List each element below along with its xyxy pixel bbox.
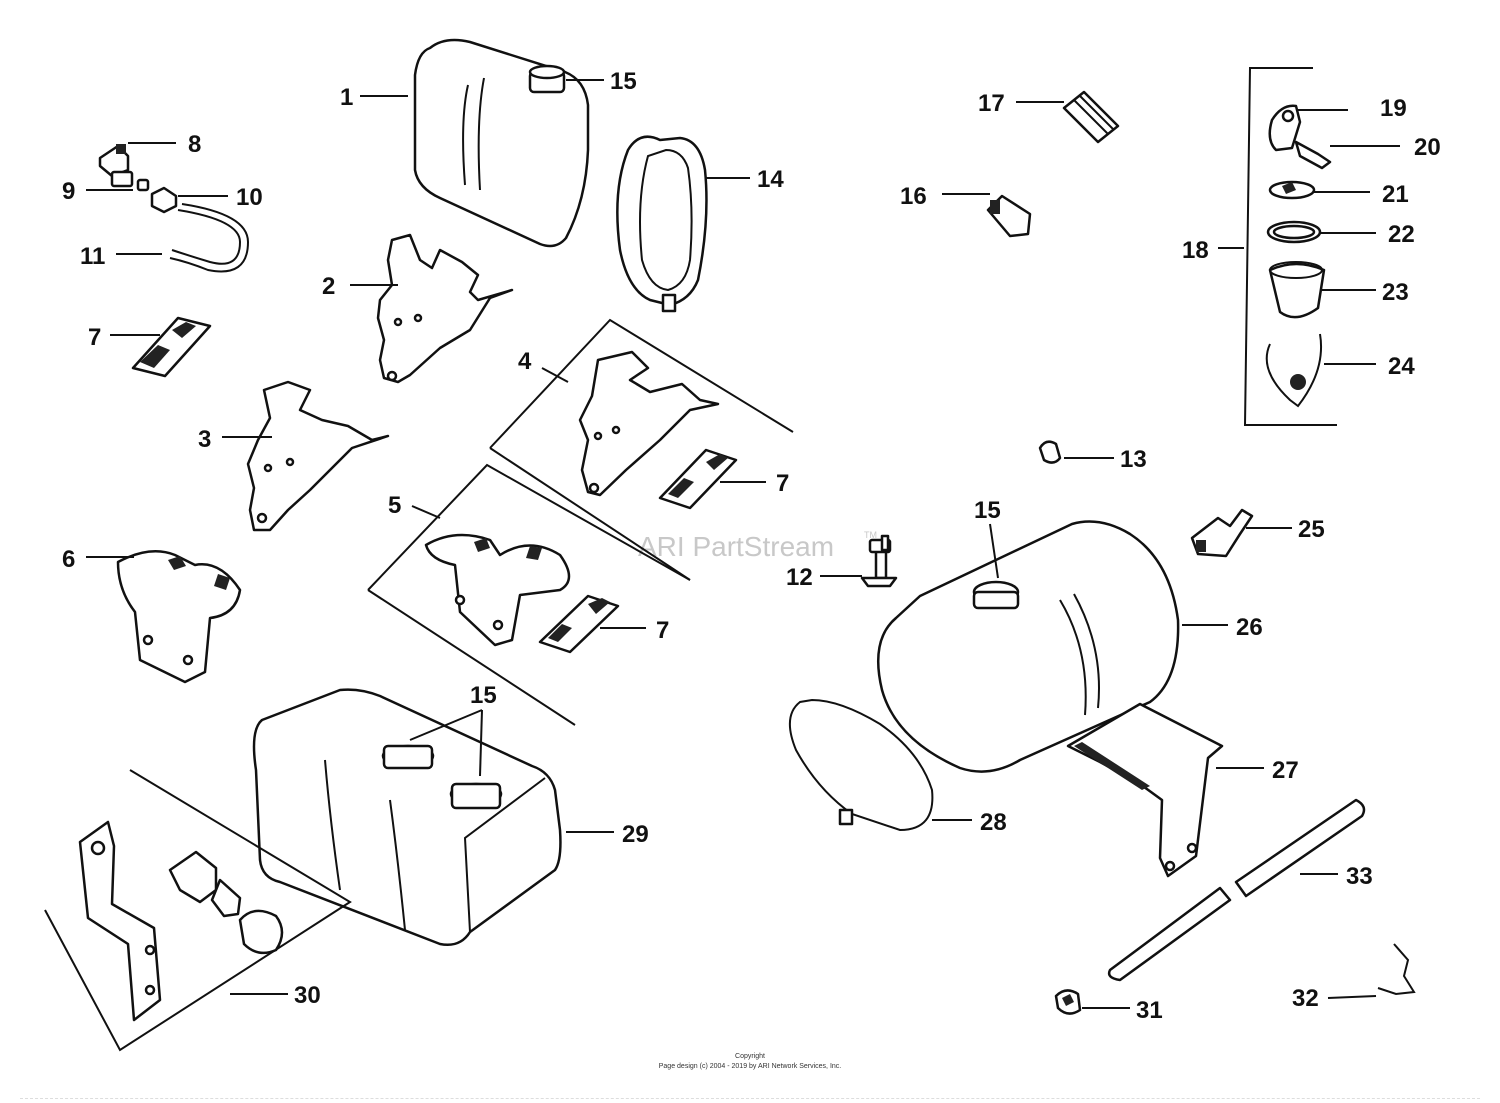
part-24-bail[interactable] bbox=[1265, 333, 1322, 408]
part-33-fuel-line[interactable] bbox=[1107, 798, 1366, 982]
part-5-bracket[interactable] bbox=[424, 533, 571, 647]
part-12-shutoff-valve[interactable] bbox=[860, 534, 898, 588]
part-29-dual-tank[interactable] bbox=[252, 688, 562, 946]
footer-copyright: Copyright bbox=[735, 1053, 765, 1060]
callout-28: 28 bbox=[980, 809, 1007, 836]
part-8-elbow[interactable] bbox=[98, 144, 130, 178]
part-16-fitting[interactable] bbox=[986, 194, 1032, 238]
callout-29: 29 bbox=[622, 821, 649, 848]
watermark-text: ARI PartStream bbox=[638, 531, 834, 562]
callout-24: 24 bbox=[1388, 353, 1415, 380]
part-21-screen[interactable] bbox=[1268, 180, 1316, 200]
callout-8: 8 bbox=[188, 131, 201, 158]
part-14-tank-strap[interactable] bbox=[616, 135, 708, 313]
group-4-outline bbox=[489, 318, 794, 581]
callout-7-mid: 7 bbox=[776, 470, 789, 497]
callout-22: 22 bbox=[1388, 221, 1415, 248]
callout-7-left: 7 bbox=[88, 324, 101, 351]
callout-23: 23 bbox=[1382, 279, 1409, 306]
callout-30: 30 bbox=[294, 982, 321, 1009]
watermark-tm: TM bbox=[864, 530, 877, 540]
callout-2: 2 bbox=[322, 273, 335, 300]
callout-18: 18 bbox=[1182, 237, 1209, 264]
part-31-hose-clamp[interactable] bbox=[1054, 989, 1082, 1015]
part-7-decal-c[interactable] bbox=[538, 594, 620, 654]
part-19-bowl-body[interactable] bbox=[1268, 104, 1302, 152]
part-28-strap[interactable] bbox=[789, 698, 934, 832]
callout-20: 20 bbox=[1414, 134, 1441, 161]
footer-page-design: Page design (c) 2004 - 2019 by ARI Netwo… bbox=[658, 1063, 842, 1070]
callout-11: 11 bbox=[80, 243, 105, 270]
part-7-decal-b[interactable] bbox=[658, 448, 738, 510]
callout-5: 5 bbox=[388, 492, 401, 519]
part-2-bracket[interactable] bbox=[376, 233, 514, 384]
callout-33: 33 bbox=[1346, 863, 1373, 890]
callout-9: 9 bbox=[62, 178, 75, 205]
callout-15-left: 15 bbox=[470, 682, 497, 709]
callout-6: 6 bbox=[62, 546, 75, 573]
part-3-bracket[interactable] bbox=[246, 380, 390, 532]
group-30-outline bbox=[44, 769, 352, 1052]
part-25-fitting[interactable] bbox=[1190, 508, 1254, 558]
callout-16: 16 bbox=[900, 183, 927, 210]
part-6-bracket[interactable] bbox=[116, 550, 242, 684]
callout-15-right: 15 bbox=[974, 497, 1001, 524]
group-5-outline bbox=[367, 463, 691, 726]
part-26-large-tank[interactable] bbox=[876, 520, 1180, 773]
part-32-clip[interactable] bbox=[1377, 943, 1416, 996]
part-27-mounting-bracket[interactable] bbox=[1066, 702, 1224, 878]
callout-32: 32 bbox=[1292, 985, 1319, 1012]
part-1-fuel-tank[interactable] bbox=[413, 38, 590, 248]
part-4-bracket[interactable] bbox=[578, 350, 720, 497]
bottom-divider bbox=[20, 1098, 1480, 1099]
part-10-nut[interactable] bbox=[150, 186, 178, 214]
part-17-coupling[interactable] bbox=[1062, 90, 1120, 144]
callout-7-bottom: 7 bbox=[656, 617, 669, 644]
part-30-valve-kit[interactable] bbox=[78, 820, 284, 1022]
callout-25: 25 bbox=[1298, 516, 1325, 543]
part-9-ferrule[interactable] bbox=[110, 170, 150, 192]
part-7-decal-a[interactable] bbox=[131, 316, 212, 378]
callout-4: 4 bbox=[518, 348, 532, 375]
callout-27: 27 bbox=[1272, 757, 1299, 784]
callout-19: 19 bbox=[1380, 95, 1407, 122]
group-18-bracket bbox=[1243, 67, 1337, 426]
callout-13: 13 bbox=[1120, 446, 1147, 473]
callout-31: 31 bbox=[1136, 997, 1163, 1024]
callout-26: 26 bbox=[1236, 614, 1263, 641]
callout-21: 21 bbox=[1382, 181, 1409, 208]
part-22-gasket[interactable] bbox=[1266, 220, 1322, 244]
part-13-bushing[interactable] bbox=[1038, 440, 1062, 464]
callout-1: 1 bbox=[340, 84, 353, 111]
callout-15-top: 15 bbox=[610, 68, 637, 95]
callout-14: 14 bbox=[757, 166, 784, 193]
part-20-fitting[interactable] bbox=[1294, 140, 1332, 170]
callout-12: 12 bbox=[786, 564, 813, 591]
callout-10: 10 bbox=[236, 184, 263, 211]
part-11-fuel-line[interactable] bbox=[169, 203, 250, 273]
part-23-bowl[interactable] bbox=[1268, 261, 1326, 319]
callout-3: 3 bbox=[198, 426, 211, 453]
callout-17: 17 bbox=[978, 90, 1005, 117]
